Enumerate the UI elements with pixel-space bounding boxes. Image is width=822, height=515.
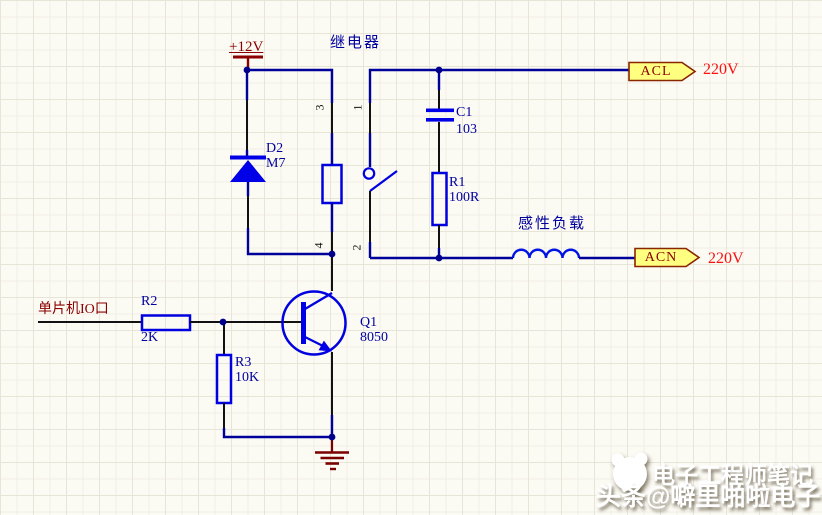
junction-dots: [219, 66, 443, 441]
cap-value-label: 103: [456, 122, 477, 137]
relay-title: 继电器: [330, 35, 382, 51]
acl-connector-label: ACL: [640, 64, 672, 79]
watermark-logo-icon: [611, 452, 648, 491]
relay-pin4-label: 4: [311, 242, 326, 249]
relay-pin2-label: 2: [349, 244, 364, 251]
inductor-load-icon: [511, 248, 581, 259]
diode-ref-label: D2: [266, 141, 284, 156]
r1-ref-label: R1: [449, 175, 466, 190]
r2-ref-label: R2: [141, 294, 158, 309]
relay-contact-switch-icon: [362, 167, 398, 258]
r1-value-label: 100R: [449, 190, 480, 205]
wire-12v-to-coil: [247, 68, 334, 165]
flyback-diode-icon: [230, 155, 266, 182]
acn-voltage-label: 220V: [708, 250, 744, 267]
relay-coil-icon: [321, 163, 343, 205]
wire-ac-line-top: [368, 68, 630, 167]
watermark-line1: 电子工程师笔记: [652, 462, 813, 488]
npn-transistor-icon: [281, 290, 347, 356]
r2-value-label: 2K: [141, 330, 159, 345]
wire-r3-to-ground: [222, 403, 332, 439]
q1-ref-label: Q1: [360, 315, 378, 330]
snubber-resistor-icon: [431, 171, 448, 227]
r3-ref-label: R3: [235, 355, 252, 370]
ground-icon: [315, 437, 349, 471]
r3-value-label: 10K: [235, 370, 260, 385]
watermark-line2: 头条@噼里啪啦电子: [596, 483, 821, 511]
q1-value-label: 8050: [360, 330, 388, 345]
pulldown-resistor-icon: [215, 353, 233, 405]
acn-connector: [634, 247, 701, 268]
power-net-label: +12V: [229, 39, 264, 55]
acn-connector-label: ACN: [644, 250, 678, 265]
cap-ref-label: C1: [456, 105, 473, 120]
relay-pin1-label: 1: [350, 104, 365, 111]
relay-pin3-label: 3: [312, 104, 327, 111]
inductive-load-label: 感性负载: [518, 216, 587, 232]
base-resistor-icon: [140, 314, 192, 332]
snubber-capacitor-icon: [426, 108, 454, 122]
mcu-io-net-label: 单片机IO口: [38, 302, 109, 317]
acl-connector: [628, 61, 697, 82]
wire-diode-to-node4: [246, 182, 332, 256]
acl-voltage-label: 220V: [703, 61, 739, 78]
power-bar-icon: [233, 55, 263, 68]
diode-value-label: M7: [266, 156, 286, 171]
